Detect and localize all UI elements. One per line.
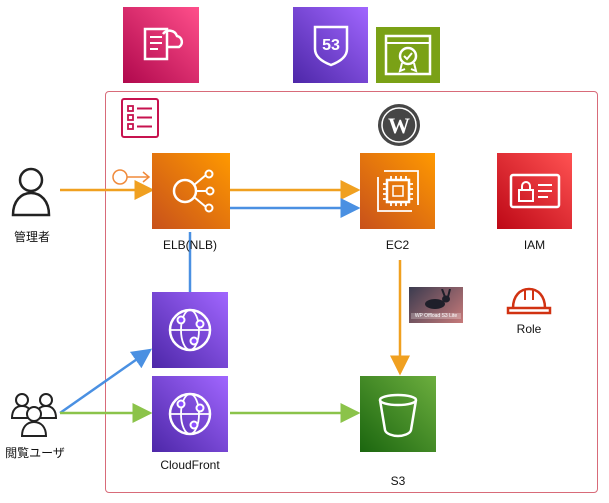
cloudfront-service[interactable] <box>152 376 228 452</box>
viewer-label: 閲覧ユーザ <box>5 446 65 460</box>
route53-icon: 53 <box>313 25 348 67</box>
iam-id-card-icon <box>509 173 560 209</box>
wordpress-icon: W <box>378 104 420 146</box>
load-balancer-icon <box>172 169 215 213</box>
systems-manager-service <box>119 96 161 140</box>
ec2-service[interactable] <box>360 153 435 229</box>
s3-service[interactable] <box>360 376 436 452</box>
ec2-label: EC2 <box>385 238 410 252</box>
elb-label: ELB(NLB) <box>162 238 218 252</box>
cloudfront-label: CloudFront <box>160 458 220 472</box>
admin-label: 管理者 <box>13 230 50 244</box>
cloudformation-icon <box>143 27 184 61</box>
elb-listener-icon <box>112 169 151 185</box>
cloudfront-icon <box>168 308 212 352</box>
role-label: Role <box>516 322 542 336</box>
cloudfront-service-upper[interactable] <box>152 292 228 368</box>
iam-service[interactable] <box>497 153 572 229</box>
role-item[interactable] <box>505 283 553 319</box>
iam-label: IAM <box>523 238 546 252</box>
certificate-manager-service <box>376 27 440 83</box>
certificate-manager-icon <box>384 34 432 76</box>
arrow-viewer-to-cloudfront-blue <box>59 348 153 415</box>
svg-text:53: 53 <box>322 37 340 54</box>
svg-text:W: W <box>388 113 410 138</box>
wordpress-logo: W <box>375 101 423 149</box>
viewer-users <box>10 390 58 438</box>
rabbit-icon <box>425 289 451 309</box>
elb-service[interactable] <box>152 153 230 229</box>
plugin-caption: WP Offload S3 Lite <box>411 313 461 319</box>
cloudfront-icon <box>168 392 212 436</box>
cloudformation-service <box>123 7 199 83</box>
user-icon <box>11 167 51 217</box>
s3-label: S3 <box>390 474 406 488</box>
role-hardhat-icon <box>506 287 552 315</box>
users-group-icon <box>10 393 58 437</box>
checklist-icon <box>121 98 159 138</box>
route53-service: 53 <box>293 7 368 83</box>
wp-offload-plugin-banner: WP Offload S3 Lite <box>409 287 463 323</box>
ec2-chip-icon <box>376 170 419 212</box>
admin-user <box>10 165 52 217</box>
s3-bucket-icon <box>378 393 418 438</box>
region-boundary <box>105 91 598 493</box>
